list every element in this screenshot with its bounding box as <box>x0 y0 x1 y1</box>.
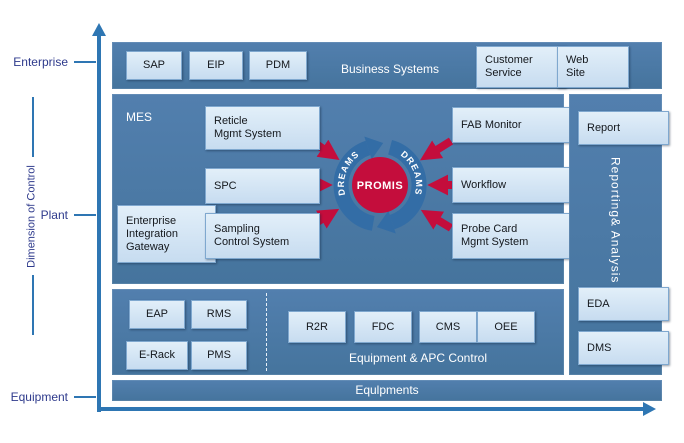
box-fab-monitor: FAB Monitor <box>452 107 571 143</box>
y-axis-title: Dimension of Control <box>25 165 38 268</box>
equipment-apc-title: Equipment & APC Control <box>348 351 488 365</box>
mes-panel: DREAMS DREAMS PROMIS MES Reticle Mgmt Sy… <box>112 94 571 284</box>
box-eip: EIP <box>189 51 243 80</box>
box-rms: RMS <box>191 300 247 329</box>
box-probe-card-mgmt-system: Probe Card Mgmt System <box>452 213 571 259</box>
box-fdc: FDC <box>354 311 412 343</box>
box-reticle-mgmt-system: Reticle Mgmt System <box>205 106 320 150</box>
equipments-title: Equlpments <box>355 383 419 397</box>
promis-circle <box>352 157 408 213</box>
box-dms: DMS <box>578 331 669 365</box>
x-axis <box>97 407 643 411</box>
axis-label-enterprise: Enterprise <box>13 55 68 69</box>
reporting-analysis-title: Reporting& Analysis <box>608 156 623 284</box>
dashed-divider <box>266 293 267 371</box>
cycle-arc-right <box>387 140 427 230</box>
axis-label-equipment: Equipment <box>10 390 68 404</box>
cycle-arrowhead-bottom-icon <box>376 210 396 234</box>
box-sampling-control-system: Sampling Control System <box>205 213 320 259</box>
box-pms: PMS <box>191 341 247 370</box>
box-cms: CMS <box>419 311 477 343</box>
x-axis-arrowhead-icon <box>643 402 656 416</box>
box-spc: SPC <box>205 168 320 204</box>
promis-label: PROMIS <box>357 180 403 192</box>
business-systems-title: Business Systems <box>340 62 440 76</box>
box-eda: EDA <box>578 287 669 321</box>
y-axis-arrowhead-icon <box>92 23 106 36</box>
reporting-analysis-title-wrap: Reporting& Analysis <box>569 150 662 290</box>
box-r2r: R2R <box>288 311 346 343</box>
box-enterprise-integration-gateway: Enterprise Integration Gateway <box>117 205 216 263</box>
business-systems-panel: SAP EIP PDM Business Systems Customer Se… <box>112 42 662 89</box>
box-web-site: Web Site <box>557 46 629 88</box>
dreams-cycle-icon: DREAMS DREAMS PROMIS <box>333 136 427 234</box>
equipments-bar: Equlpments <box>112 380 662 401</box>
box-workflow: Workflow <box>452 167 571 203</box>
reporting-analysis-panel: Report Reporting& Analysis EDA DMS <box>569 94 669 375</box>
box-oee: OEE <box>477 311 535 343</box>
equipment-apc-panel: EAP RMS E-Rack PMS R2R FDC CMS OEE Equip… <box>112 289 564 375</box>
arrow-probe-card-icon <box>420 209 454 232</box>
tick-enterprise <box>74 61 96 63</box>
box-sap: SAP <box>126 51 182 80</box>
box-eap: EAP <box>129 300 185 329</box>
tick-equipment <box>74 396 96 398</box>
dimension-bracket-top-line <box>32 97 34 157</box>
box-report: Report <box>578 111 669 145</box>
axis-label-plant: Plant <box>40 208 68 222</box>
cycle-arc-left <box>333 140 375 231</box>
mes-title: MES <box>126 110 153 124</box>
dimension-bracket-bottom-line <box>32 275 34 335</box>
box-pdm: PDM <box>249 51 307 80</box>
box-e-rack: E-Rack <box>126 341 188 370</box>
cycle-arrowhead-top-icon <box>364 136 384 160</box>
mes-core-diagram: DREAMS DREAMS PROMIS <box>305 135 454 234</box>
box-customer-service: Customer Service <box>476 46 566 88</box>
y-axis <box>97 36 101 412</box>
arrow-fab-monitor-icon <box>420 137 454 161</box>
tick-plant <box>74 214 96 216</box>
